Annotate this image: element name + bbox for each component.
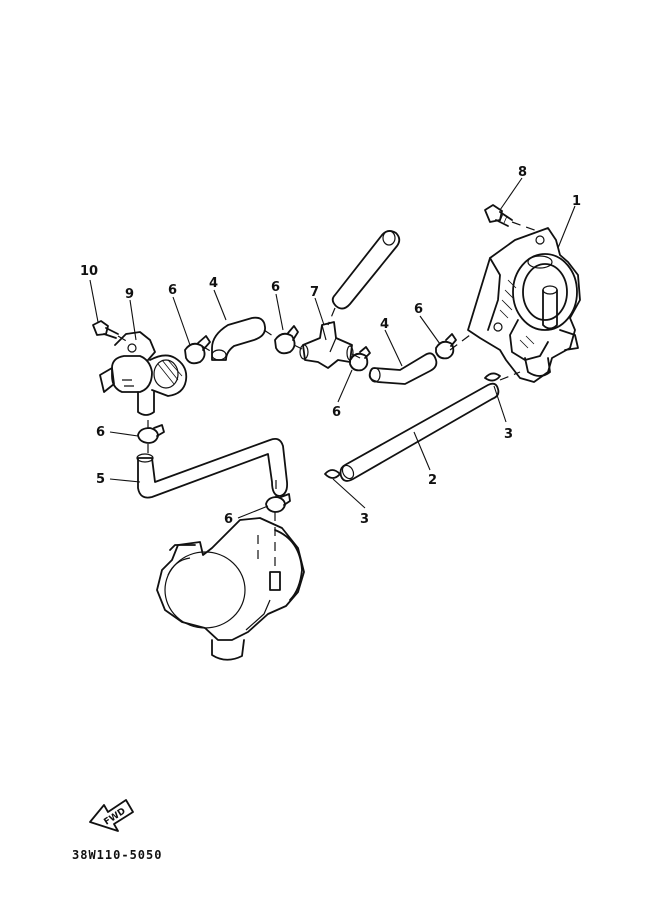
t-joint-7 bbox=[299, 321, 354, 369]
clamp-6-a bbox=[184, 335, 211, 365]
vent-hose bbox=[327, 230, 401, 326]
callout-5: 5 bbox=[96, 472, 105, 487]
clip-3-lower bbox=[324, 469, 341, 479]
bolt-8 bbox=[484, 204, 541, 233]
clamp-6-e bbox=[137, 424, 165, 444]
callout-8: 8 bbox=[518, 165, 527, 180]
callout-3-upper: 3 bbox=[504, 427, 513, 442]
callout-4-left: 4 bbox=[209, 276, 218, 291]
callout-6-d: 6 bbox=[414, 302, 423, 317]
callout-6-a: 6 bbox=[168, 283, 177, 298]
clamp-6-c bbox=[349, 346, 371, 372]
callout-2: 2 bbox=[428, 473, 437, 488]
clamp-6-f bbox=[265, 493, 291, 513]
fuel-cock-9 bbox=[99, 331, 188, 416]
callout-6-e: 6 bbox=[96, 425, 105, 440]
callout-6-f: 6 bbox=[224, 512, 233, 527]
callout-6-b: 6 bbox=[271, 280, 280, 295]
clip-3-upper bbox=[484, 372, 501, 382]
callout-10: 10 bbox=[80, 264, 98, 279]
carburetor bbox=[156, 512, 305, 661]
hose-5 bbox=[136, 437, 289, 499]
leader-lines bbox=[89, 177, 576, 519]
hose-2 bbox=[339, 371, 521, 482]
callout-6-c: 6 bbox=[332, 405, 341, 420]
hose-4-right bbox=[368, 352, 438, 385]
hose-4-left bbox=[211, 316, 266, 361]
diagram-code: 38W110-5050 bbox=[72, 848, 163, 862]
callout-3-lower: 3 bbox=[360, 512, 369, 527]
callout-7: 7 bbox=[310, 285, 319, 300]
clamp-6-b bbox=[274, 325, 299, 355]
screw-10 bbox=[92, 320, 129, 343]
callout-numbers: 1 8 10 9 6 4 6 7 4 6 6 3 2 3 6 5 6 bbox=[80, 165, 581, 527]
clamp-6-d bbox=[435, 333, 457, 360]
fuel-pump-assembly bbox=[467, 227, 581, 383]
callout-1: 1 bbox=[572, 194, 581, 209]
fwd-arrow-icon: FWD bbox=[89, 799, 134, 832]
callout-4-right: 4 bbox=[380, 317, 389, 332]
callout-9: 9 bbox=[125, 287, 134, 302]
alignment-lines bbox=[147, 329, 471, 498]
